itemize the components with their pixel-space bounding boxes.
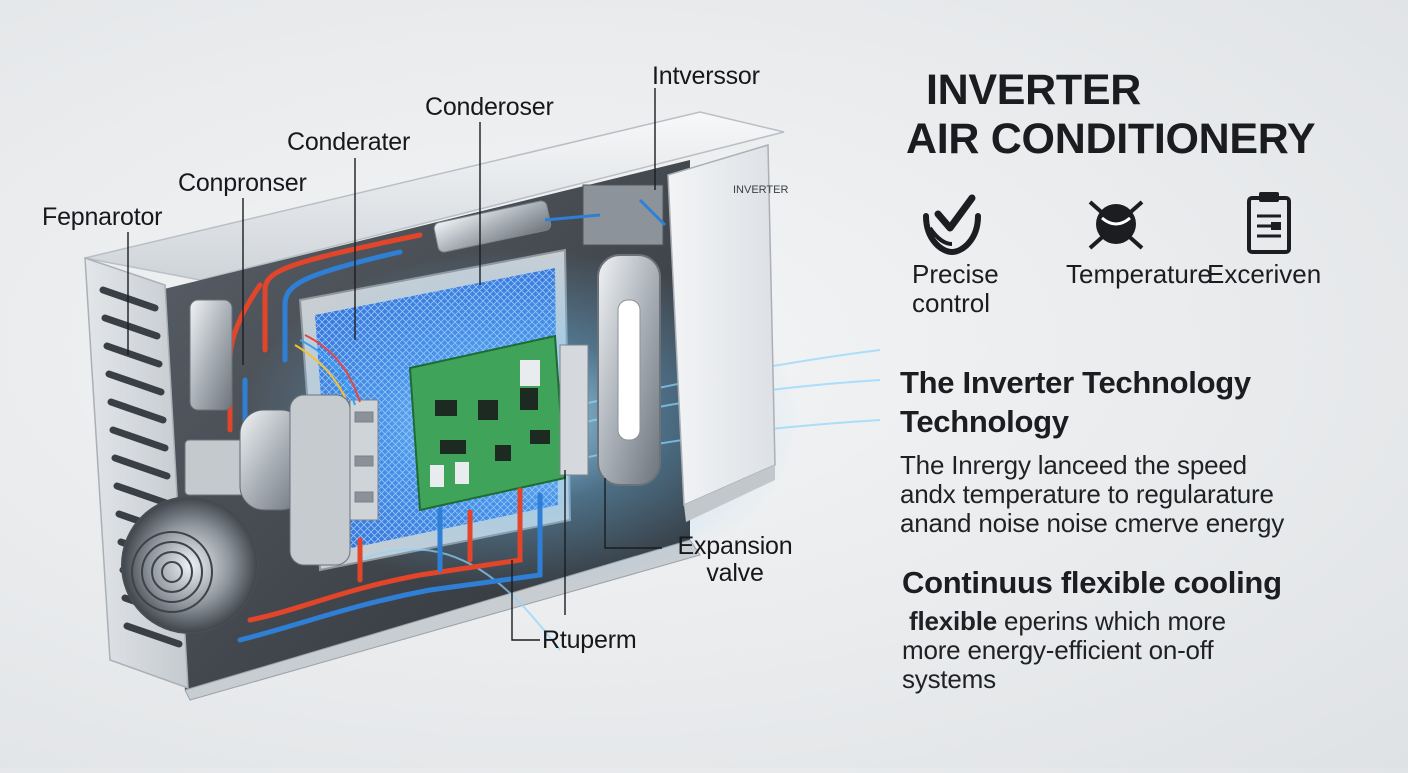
feature-exceriven: Exceriven — [1207, 188, 1347, 289]
compressor-bracket — [184, 439, 246, 496]
callout-fepnarotor: Fepnarotor — [42, 203, 163, 231]
feature-label-precise-control: Precise control — [912, 259, 999, 318]
fan-rings — [131, 531, 213, 613]
valve-assembly — [189, 299, 233, 411]
leader-lines — [127, 88, 662, 641]
callout-conderater: Conderater — [287, 128, 411, 156]
title-line-2: AIR CONDITIONERY — [906, 115, 1316, 163]
feature-label-temperature: Temperature — [1066, 259, 1212, 289]
info-panel: INVERTER AIR CONDITIONERY Precise contro… — [900, 0, 1400, 768]
feature-temperature: Temperature — [1066, 188, 1236, 289]
valve-window — [617, 299, 641, 441]
ac-unit-illustration: INVERTER — [84, 88, 881, 701]
case-top — [84, 111, 785, 281]
callout-rtuperm: Rtuperm — [542, 626, 637, 654]
front-panel — [667, 143, 776, 507]
callout-conderoser: Conderoser — [425, 93, 554, 121]
callout-expansion-valve: Expansion valve — [677, 532, 793, 587]
section-2-body: flexible eperins which more more energy-… — [902, 606, 1226, 694]
terminal-block — [349, 399, 379, 521]
pcb-capacitors — [430, 360, 540, 487]
title-line-1: INVERTER — [926, 66, 1142, 114]
clipboard-icon — [1247, 192, 1291, 254]
relay-block — [559, 344, 589, 476]
callout-conpronser: Conpronser — [178, 169, 307, 197]
check-hands-icon — [923, 194, 981, 256]
unit-badge: INVERTER — [733, 184, 788, 196]
section-1-title: The Inverter Technology Technology — [900, 365, 1251, 439]
pcb-chips — [435, 388, 550, 461]
ac-cutaway-diagram: INVERTER Fepnarotor Conpronser Conderate… — [42, 62, 881, 701]
accumulator — [289, 394, 351, 566]
feature-precise-control: Precise control — [912, 188, 1022, 318]
module-pipes — [544, 198, 667, 227]
section-1-body: The Inrergy lanceed the speed andx tempe… — [900, 450, 1285, 538]
callout-intverssor: Intverssor — [652, 62, 760, 90]
globe-crossed-icon — [1088, 200, 1144, 250]
section-2-title: Continuus flexible cooling — [902, 565, 1282, 600]
manifold — [433, 200, 552, 253]
feature-label-exceriven: Exceriven — [1207, 259, 1322, 289]
panel-foot — [684, 465, 775, 522]
